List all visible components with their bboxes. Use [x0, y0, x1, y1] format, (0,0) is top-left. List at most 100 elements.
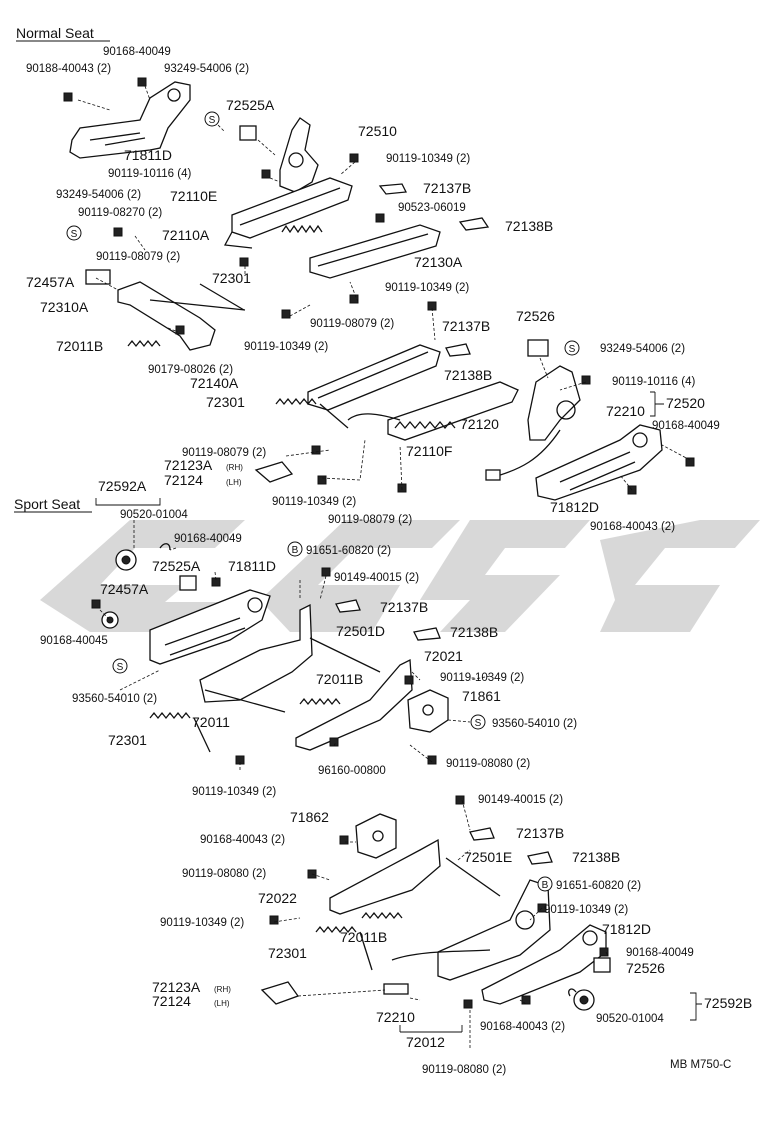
symbol-s-3: S	[564, 340, 580, 356]
label-s28: 72138B	[572, 849, 620, 865]
label-s11: 72138B	[450, 624, 498, 640]
label-n27: 93249-54006 (2)	[600, 343, 685, 355]
label-s43: 90168-40043 (2)	[480, 1021, 565, 1033]
label-s22: 90119-10349 (2)	[192, 786, 276, 798]
svg-text:B: B	[292, 545, 299, 556]
label-n24: 72137B	[442, 318, 490, 334]
bracket-72310a	[117, 281, 216, 351]
label-n2: 90188-40043 (2)	[26, 63, 111, 75]
label-n38: 72110F	[406, 443, 452, 459]
label-s44: 90520-01004	[596, 1013, 664, 1025]
label-s25: 72137B	[516, 825, 564, 841]
label-s19: 72301	[108, 732, 147, 748]
label-s37: 72301	[268, 945, 307, 961]
label-s23: 90149-40015 (2)	[478, 794, 563, 806]
track-72022	[329, 838, 441, 915]
label-n11: 93249-54006 (2)	[56, 189, 141, 201]
label-n30: 72138B	[444, 367, 492, 383]
figure-code: MB M750-C	[670, 1059, 731, 1071]
svg-text:S: S	[117, 662, 124, 673]
rail-72130a	[309, 224, 441, 279]
cover-71862	[355, 813, 397, 859]
label-n26: 90119-10349 (2)	[244, 341, 328, 353]
label-s17: 93560-54010 (2)	[492, 718, 577, 730]
symbol-markers: S S S B S S B	[66, 111, 580, 892]
label-s13: 90119-10349 (2)	[440, 672, 524, 684]
label-s46: 90119-08080 (2)	[422, 1064, 506, 1076]
label-s15: 71861	[462, 688, 501, 704]
svg-text:S: S	[475, 718, 482, 729]
label-s35: 71812D	[602, 921, 651, 937]
recliner-cover-71812d	[535, 424, 663, 501]
label-s21: 90119-08080 (2)	[446, 758, 530, 770]
label-s32: 90119-10349 (2)	[544, 904, 628, 916]
label-n17: 72457A	[26, 274, 75, 290]
track-72120	[387, 381, 519, 441]
label-s12: 72021	[424, 648, 463, 664]
label-n23: 72526	[516, 308, 555, 324]
label-n1: 90168-40049	[103, 46, 171, 58]
label-s39: 72123A	[152, 979, 201, 995]
label-s34: 72011B	[340, 929, 387, 945]
label-s14: 72011B	[316, 671, 363, 687]
hinge-72510	[279, 117, 319, 193]
label-s5: 71811D	[228, 558, 276, 574]
label-n16: 90119-08079 (2)	[96, 251, 180, 263]
label-s38: 72526	[626, 960, 665, 976]
label-n43: 71812D	[550, 499, 599, 515]
label-s2: 90168-40049	[174, 533, 242, 545]
label-s24: 71862	[290, 809, 329, 825]
label-n14: 72110A	[162, 227, 210, 243]
label-n42: 72592A	[98, 478, 147, 494]
label-n9: 72110E	[170, 188, 217, 204]
label-s31: 72022	[258, 890, 297, 906]
symbol-s-5: S	[470, 714, 486, 730]
symbol-s-1: S	[204, 111, 220, 127]
track-72021	[295, 658, 413, 751]
label-n13: 90119-08270 (2)	[78, 207, 162, 219]
label-s10: 72501D	[336, 623, 385, 639]
normal-seat-heading: Normal Seat	[16, 25, 94, 41]
sport-seat-heading: Sport Seat	[14, 496, 80, 512]
label-n7: 90119-10116 (4)	[108, 168, 192, 180]
recliner-72012	[437, 879, 551, 981]
label-s26: 90168-40043 (2)	[200, 834, 285, 846]
svg-text:S: S	[71, 229, 78, 240]
label-n15: 72138B	[505, 218, 553, 234]
svg-text:S: S	[569, 344, 576, 355]
svg-text:S: S	[209, 115, 216, 126]
label-n41: 90119-10349 (2)	[272, 496, 356, 508]
label-n18: 72130A	[414, 254, 463, 270]
label-s41: 72592B	[704, 995, 752, 1011]
label-s45: 72012	[406, 1034, 445, 1050]
label-s27: 72501E	[464, 849, 512, 865]
sport-recliner-cover-71811d	[149, 589, 271, 665]
label-s29: 90119-08080 (2)	[182, 868, 266, 880]
label-n45: 90168-40043 (2)	[590, 521, 675, 533]
label-n20: 72310A	[40, 299, 89, 315]
label-n12: 90523-06019	[398, 202, 466, 214]
symbol-s-4: S	[112, 658, 128, 674]
label-s40-suffix: (LH)	[214, 999, 230, 1008]
label-n8: 90119-10349 (2)	[386, 153, 470, 165]
label-n31: 90119-10116 (4)	[612, 376, 696, 388]
label-n4: 72525A	[226, 97, 275, 113]
label-n22: 90119-08079 (2)	[310, 318, 394, 330]
label-n32: 72301	[206, 394, 245, 410]
label-n34: 72210	[606, 403, 645, 419]
label-s8: 72137B	[380, 599, 428, 615]
label-s33: 90119-10349 (2)	[160, 917, 244, 929]
recliner-72210	[527, 365, 581, 441]
label-s30: 91651-60820 (2)	[556, 880, 641, 892]
label-n29: 72140A	[190, 375, 239, 391]
label-n5: 72510	[358, 123, 397, 139]
label-n19: 72301	[212, 270, 251, 286]
label-s40: 72124	[152, 993, 191, 1009]
label-n39: 72123A	[164, 457, 213, 473]
label-n25: 72011B	[56, 338, 103, 354]
label-s9: 90168-40045	[40, 635, 108, 647]
label-s39-suffix: (RH)	[214, 985, 231, 994]
label-n44: 90119-08079 (2)	[328, 514, 412, 526]
